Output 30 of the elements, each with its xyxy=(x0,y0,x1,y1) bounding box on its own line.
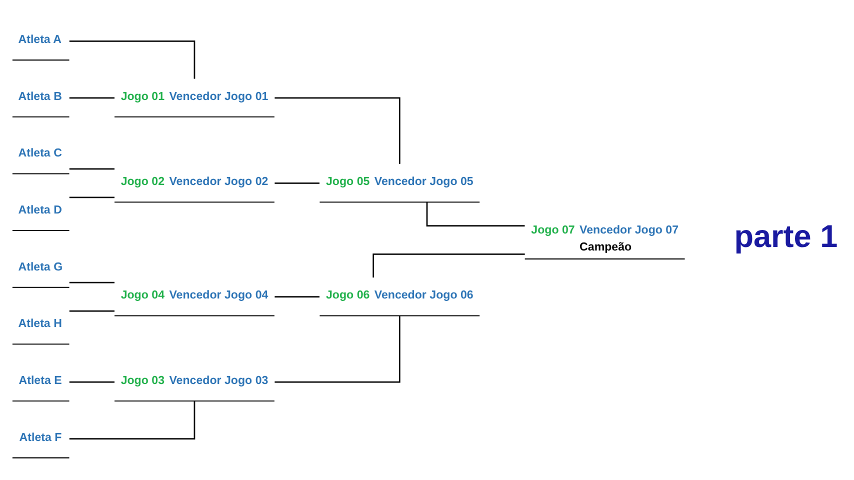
node-text: Jogo 07 Vencedor Jogo 07 Campeão xyxy=(531,224,679,254)
connector xyxy=(69,97,114,99)
connector xyxy=(426,202,525,226)
connector xyxy=(69,196,114,198)
connector xyxy=(69,381,114,383)
node-text: Atleta B xyxy=(18,90,62,103)
node-text: Jogo 04 Vencedor Jogo 04 xyxy=(120,290,268,302)
label: parte 1 xyxy=(734,218,838,254)
node-text: Jogo 05 Vencedor Jogo 05 xyxy=(326,176,474,188)
connector xyxy=(274,97,400,164)
connector xyxy=(69,40,196,79)
node-text: Atleta F xyxy=(19,432,62,444)
node-text: Atleta C xyxy=(18,148,62,160)
node-text: Atleta G xyxy=(18,261,63,274)
node-text: Jogo 03 Vencedor Jogo 03 xyxy=(120,374,268,387)
node-text: Atleta D xyxy=(18,204,62,216)
connector xyxy=(69,401,196,440)
connector xyxy=(69,310,114,312)
connector xyxy=(69,282,114,284)
connector xyxy=(274,296,320,298)
connector xyxy=(372,254,525,278)
connector xyxy=(274,316,400,383)
node-text: Atleta A xyxy=(18,34,62,46)
node-text: Jogo 06 Vencedor Jogo 06 xyxy=(326,290,474,302)
connector xyxy=(274,182,320,184)
node-text: Jogo 02 Vencedor Jogo 02 xyxy=(120,176,268,188)
node-text: Jogo 01 Vencedor Jogo 01 xyxy=(120,90,268,103)
node-text: Atleta E xyxy=(18,374,62,387)
connector xyxy=(69,168,114,170)
node-text: Atleta H xyxy=(18,318,62,330)
